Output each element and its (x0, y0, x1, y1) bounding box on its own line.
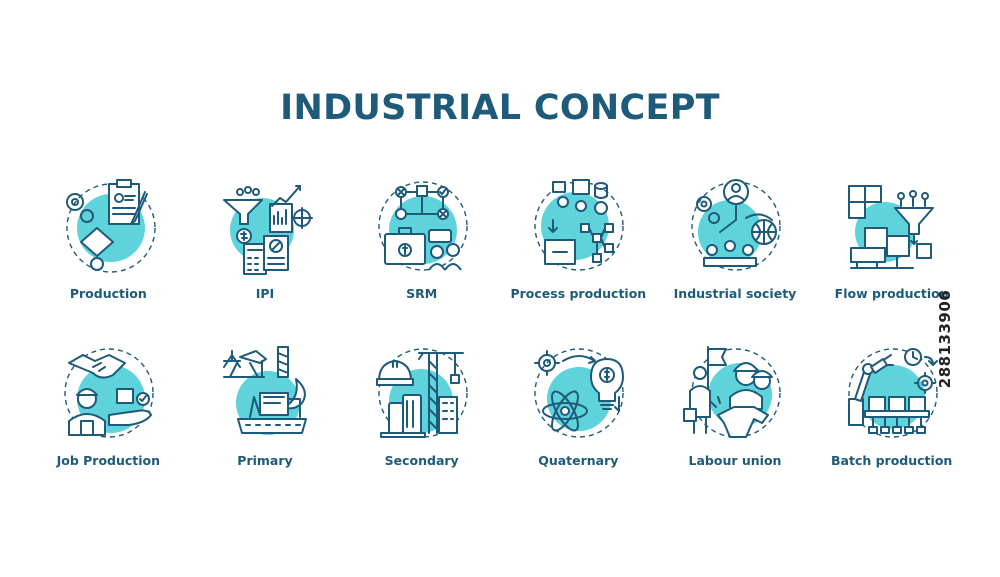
concept-label: Labour union (688, 453, 782, 468)
concept-item-quaternary: Quaternary (500, 337, 657, 480)
concept-label: Process production (510, 286, 647, 301)
concept-label: Industrial society (673, 286, 797, 301)
concept-label: Primary (237, 453, 293, 468)
batch-production-icon (837, 337, 947, 447)
process-production-icon (523, 170, 633, 280)
secondary-icon (367, 337, 477, 447)
concept-item-secondary: Secondary (343, 337, 500, 480)
srm-icon (367, 170, 477, 280)
concept-item-industrial-society: Industrial society (657, 170, 814, 313)
concept-item-srm: SRM (343, 170, 500, 313)
concept-item-job-production: Job Production (30, 337, 187, 480)
concept-item-primary: Primary (187, 337, 344, 480)
industrial-society-icon (680, 170, 790, 280)
icon-grid: Production IPI (30, 170, 970, 480)
concept-item-ipi: IPI (187, 170, 344, 313)
job-production-icon (53, 337, 163, 447)
concept-item-production: Production (30, 170, 187, 313)
labour-union-icon (680, 337, 790, 447)
concept-label: Job Production (56, 453, 161, 468)
production-icon (53, 170, 163, 280)
concept-item-flow-production: Flow production (813, 170, 970, 313)
concept-label: Quaternary (538, 453, 619, 468)
concept-item-batch-production: Batch production (813, 337, 970, 480)
concept-label: Flow production (834, 286, 949, 301)
primary-icon (210, 337, 320, 447)
concept-item-process-production: Process production (500, 170, 657, 313)
concept-item-labour-union: Labour union (657, 337, 814, 480)
concept-label: SRM (406, 286, 438, 301)
quaternary-icon (523, 337, 633, 447)
concept-label: Batch production (831, 453, 953, 468)
flow-production-icon (837, 170, 947, 280)
concept-label: Secondary (384, 453, 459, 468)
ipi-icon (210, 170, 320, 280)
concept-label: IPI (255, 286, 275, 301)
page-title: INDUSTRIAL CONCEPT (280, 88, 720, 128)
stock-id: 288133906 (935, 289, 954, 389)
concept-label: Production (69, 286, 147, 301)
